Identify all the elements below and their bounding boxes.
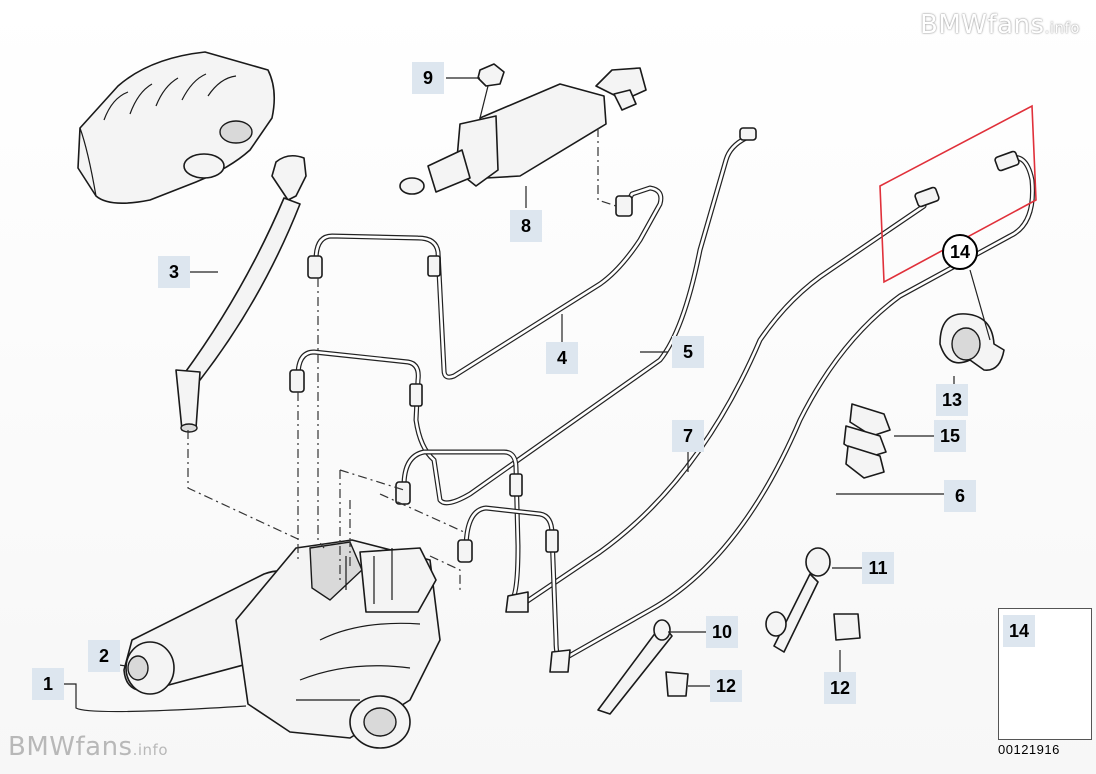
callout-7[interactable]: 7 [672,420,704,452]
callout-4[interactable]: 4 [546,342,578,374]
clutch-slave-cylinder [399,63,647,195]
pipe-4 [307,185,664,380]
hose-3 [175,154,307,433]
callout-13[interactable]: 13 [936,384,968,416]
leader-lines [64,77,955,713]
callout-14-circled[interactable]: 14 [942,234,978,270]
brackets [597,547,861,715]
callout-9[interactable]: 9 [412,62,444,94]
highlight-box [879,104,1037,284]
callout-10[interactable]: 10 [706,616,738,648]
legend-callout-14: 14 [1003,615,1035,647]
callout-1[interactable]: 1 [32,668,64,700]
reservoir-cover [77,51,276,204]
callout-3[interactable]: 3 [158,256,190,288]
callout-2[interactable]: 2 [88,640,120,672]
brand-watermark-bottom: BMWfans.info [8,732,168,762]
pipe-clips [843,403,891,479]
assembly-lines [187,128,617,590]
pipe-5 [289,127,757,506]
diagram-code: 00121916 [998,742,1060,757]
legend-box: 14 [998,608,1092,740]
callout-12-right[interactable]: 12 [824,672,856,704]
callout-15[interactable]: 15 [934,420,966,452]
pipe-7 [395,203,927,613]
brand-watermark-top: BMWfans.info [920,10,1080,40]
callout-11[interactable]: 11 [862,552,894,584]
pipe-6 [457,150,1036,673]
callout-8[interactable]: 8 [510,210,542,242]
pipe-clamp [939,269,1005,371]
callout-12-left[interactable]: 12 [710,670,742,702]
callout-5[interactable]: 5 [672,336,704,368]
hydraulic-unit [123,539,441,749]
callout-6[interactable]: 6 [944,480,976,512]
